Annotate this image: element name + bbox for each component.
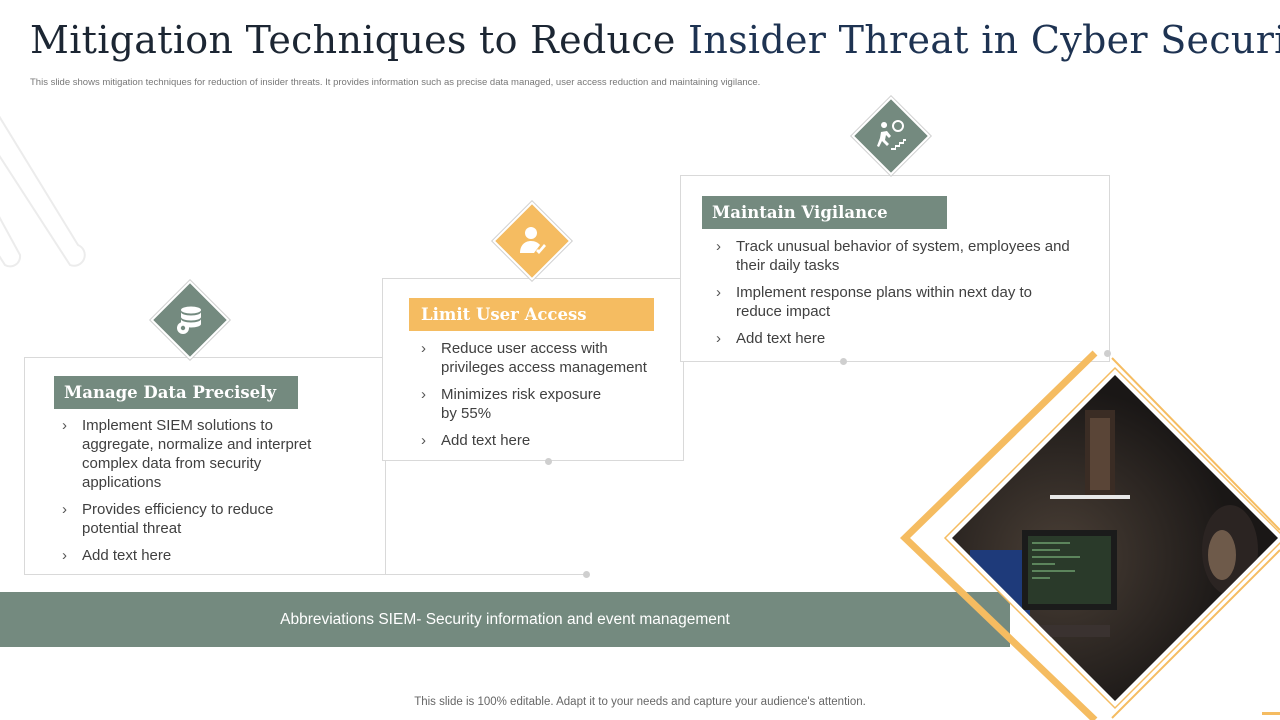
step-2-bullet-1: Reduce user access with privileges acces…: [421, 339, 661, 377]
decorative-lines: [0, 115, 86, 268]
page-subtitle: This slide shows mitigation techniques f…: [30, 77, 761, 88]
climber-search-icon: [877, 120, 906, 150]
step-3-bullet-3: Add text here: [716, 329, 1101, 348]
step-2-bullets: Reduce user access with privileges acces…: [421, 339, 681, 458]
step-3-bullets: Track unusual behavior of system, employ…: [716, 237, 1101, 356]
hacker-photo: [900, 350, 1280, 720]
step-2-bullet-3: Add text here: [421, 431, 681, 450]
abbreviation-text: Abbreviations SIEM- Security information…: [280, 610, 730, 628]
title-part-1: Mitigation Techniques to Reduce: [30, 18, 676, 62]
step-1-bullet-1: Implement SIEM solutions to aggregate, n…: [62, 416, 332, 492]
step-3-bullet-1: Track unusual behavior of system, employ…: [716, 237, 1101, 275]
step-card-3-dot: [840, 358, 847, 365]
step-card-3-corner-dot: [1104, 350, 1111, 357]
step-card-1-dot: [583, 571, 590, 578]
step-1-bullets: Implement SIEM solutions to aggregate, n…: [62, 416, 342, 573]
step-1-bullet-2: Provides efficiency to reduce potential …: [62, 500, 292, 538]
step-2-bullet-2: Minimizes risk exposure by 55%: [421, 385, 621, 423]
step-2-heading: Limit User Access: [409, 298, 654, 331]
step-card-2-dot: [545, 458, 552, 465]
step-1-heading: Manage Data Precisely: [54, 376, 298, 409]
step-1-bullet-3: Add text here: [62, 546, 342, 565]
user-check-icon: [520, 227, 546, 254]
step-card-1-underline: [386, 574, 586, 575]
footer-note: This slide is 100% editable. Adapt it to…: [414, 696, 866, 708]
step-3-bullet-2: Implement response plans within next day…: [716, 283, 1056, 321]
page-title: Mitigation Techniques to Reduce Insider …: [30, 18, 1280, 62]
step-3-heading: Maintain Vigilance: [702, 196, 947, 229]
abbreviation-band: Abbreviations SIEM- Security information…: [0, 592, 1010, 647]
database-gear-icon: [177, 306, 201, 334]
title-part-2: Insider Threat in Cyber Security: [688, 18, 1280, 62]
